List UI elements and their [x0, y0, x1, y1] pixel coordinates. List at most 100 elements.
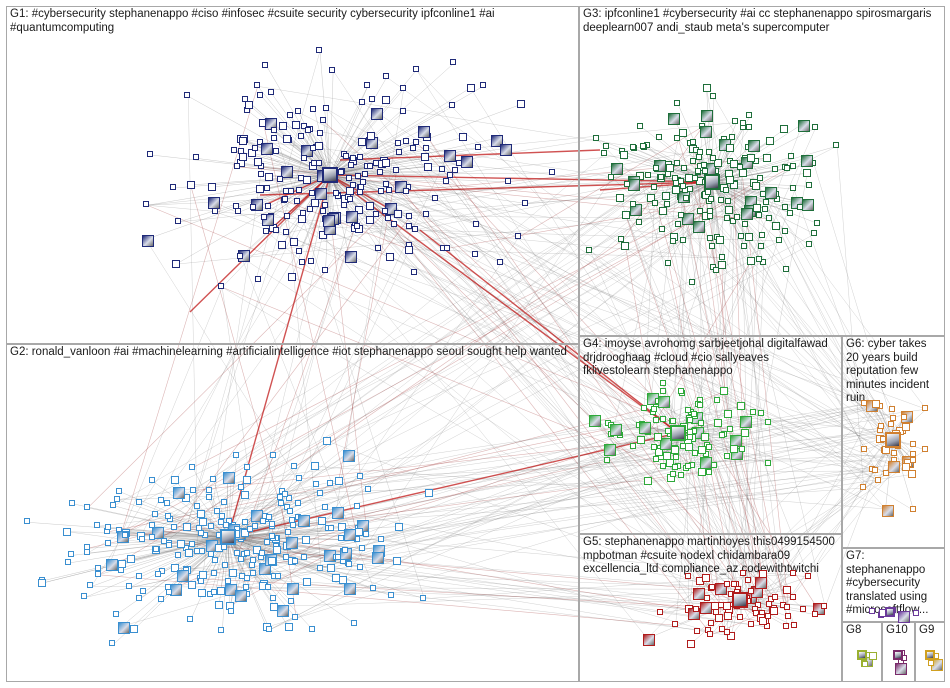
- graph-node: [412, 65, 419, 72]
- edge: [711, 181, 721, 241]
- graph-node: [354, 223, 361, 230]
- edge: [334, 217, 877, 405]
- graph-node: [400, 107, 407, 114]
- edge: [323, 121, 677, 449]
- graph-node: [126, 555, 135, 564]
- graph-node: [678, 128, 687, 137]
- graph-node: [821, 603, 828, 609]
- graph-node: [804, 572, 811, 579]
- graph-node: [249, 204, 256, 211]
- graph-node: [357, 153, 364, 160]
- graph-node: [24, 518, 31, 525]
- graph-node: [921, 446, 928, 453]
- edge: [274, 130, 425, 599]
- graph-node: [763, 198, 770, 205]
- graph-node: [412, 225, 419, 232]
- graph-node: [243, 550, 250, 557]
- graph-node: [806, 182, 813, 189]
- graph-node: [664, 200, 671, 207]
- graph-node: [403, 138, 410, 145]
- graph-node: [165, 512, 172, 519]
- graph-node: [346, 196, 353, 203]
- graph-node: [697, 468, 706, 477]
- graph-node: [660, 387, 667, 394]
- edge: [470, 87, 685, 428]
- edge: [329, 169, 444, 176]
- graph-node: [269, 520, 276, 527]
- graph-node: [286, 582, 299, 595]
- edge: [722, 173, 808, 631]
- edge: [724, 434, 796, 627]
- edge: [71, 536, 229, 556]
- graph-node: [281, 196, 288, 203]
- graph-node: [109, 640, 116, 647]
- graph-node: [363, 531, 370, 538]
- graph-node: [388, 592, 395, 599]
- graph-node: [289, 238, 298, 247]
- graph-node: [240, 490, 249, 499]
- edge: [107, 427, 614, 533]
- graph-node: [669, 471, 676, 478]
- edge: [176, 174, 331, 265]
- graph-node: [154, 570, 161, 577]
- graph-node: [349, 154, 356, 161]
- graph-node: [452, 167, 459, 174]
- hub-node: [704, 174, 720, 190]
- graph-node: [692, 605, 699, 612]
- graph-node: [718, 254, 725, 261]
- graph-node: [139, 535, 146, 542]
- edge: [721, 200, 729, 415]
- graph-node: [355, 528, 363, 537]
- graph-node: [185, 548, 194, 557]
- graph-node: [298, 514, 311, 527]
- graph-node: [252, 522, 259, 529]
- edge: [241, 256, 771, 606]
- edge: [343, 561, 742, 618]
- edge: [87, 211, 387, 508]
- edge: [68, 536, 229, 564]
- graph-node: [239, 137, 248, 146]
- graph-node: [350, 619, 357, 626]
- edge: [741, 167, 750, 597]
- edge: [692, 412, 882, 431]
- graph-node: [262, 227, 269, 234]
- graph-node: [393, 556, 402, 565]
- edge: [229, 467, 906, 589]
- edge: [267, 420, 692, 544]
- edge: [711, 181, 718, 239]
- graph-node: [736, 402, 745, 411]
- edge: [701, 470, 877, 473]
- graph-node: [297, 214, 306, 223]
- graph-node: [764, 419, 771, 426]
- graph-node: [603, 443, 616, 456]
- edge: [87, 536, 229, 549]
- graph-node: [170, 184, 176, 191]
- graph-node: [706, 212, 713, 219]
- edge: [745, 212, 770, 618]
- graph-node: [707, 196, 714, 203]
- graph-node: [699, 125, 712, 138]
- graph-node: [406, 222, 413, 229]
- edge: [227, 536, 348, 588]
- graph-node: [756, 175, 763, 182]
- graph-node: [281, 165, 294, 178]
- graph-node: [302, 176, 311, 185]
- hub-node: [885, 607, 895, 617]
- graph-node: [317, 564, 324, 571]
- graph-node: [176, 569, 189, 582]
- edge: [341, 526, 709, 632]
- graph-node: [237, 556, 244, 563]
- edge: [361, 454, 896, 478]
- graph-node: [717, 196, 724, 203]
- edge: [227, 480, 339, 538]
- edge: [298, 112, 895, 420]
- edge: [164, 536, 229, 543]
- graph-node: [244, 464, 251, 471]
- graph-node: [340, 202, 347, 209]
- graph-node: [67, 551, 74, 558]
- edge: [152, 525, 229, 538]
- graph-node: [640, 142, 647, 149]
- graph-node: [272, 147, 279, 154]
- graph-node: [638, 422, 651, 435]
- edge: [222, 536, 229, 631]
